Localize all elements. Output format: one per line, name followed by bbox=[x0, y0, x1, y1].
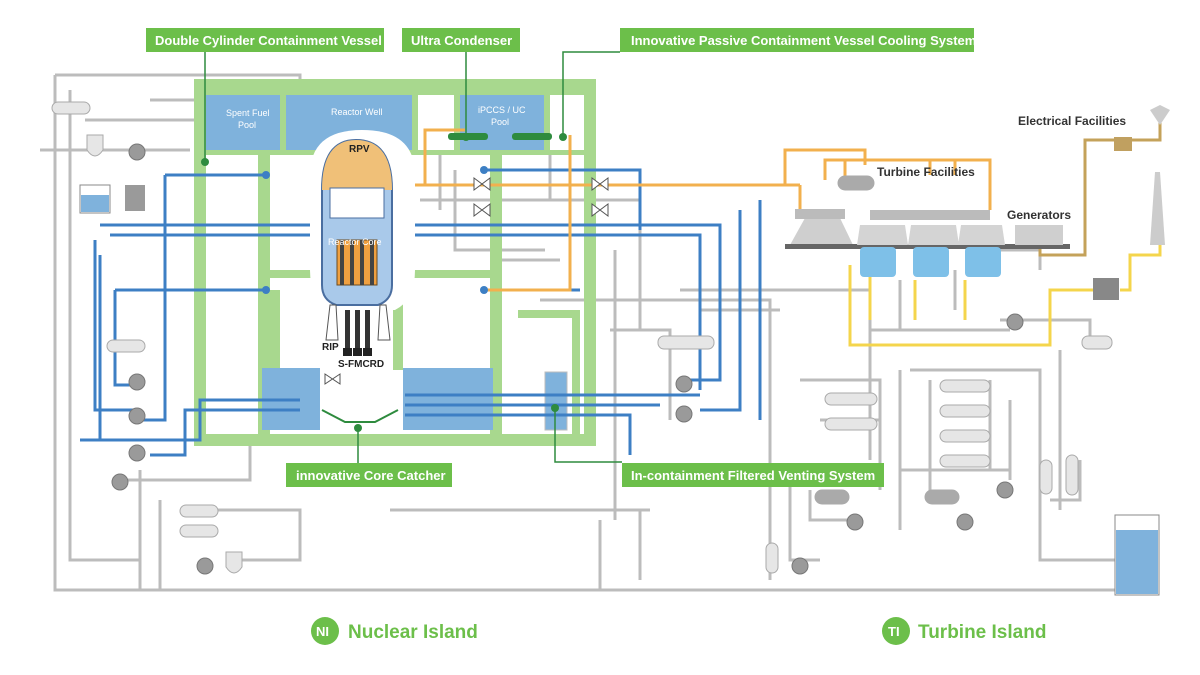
heat-exchangers bbox=[51, 101, 1113, 574]
suppression-pool-right bbox=[403, 368, 493, 430]
condensate-piping bbox=[848, 245, 1162, 347]
transformer bbox=[1114, 105, 1170, 151]
generators-label: Generators bbox=[1007, 208, 1071, 222]
sfmcrd-label: S-FMCRD bbox=[338, 359, 384, 370]
grey-piping bbox=[40, 73, 1115, 592]
filtered-vent-tank bbox=[544, 371, 568, 431]
stack bbox=[1150, 172, 1165, 245]
reactor-well-label: Reactor Well bbox=[331, 107, 382, 117]
nuclear-island-legend: NI Nuclear Island bbox=[311, 617, 478, 645]
spent-fuel-pool bbox=[206, 95, 280, 150]
rip-label: RIP bbox=[322, 342, 339, 353]
pumps bbox=[111, 143, 1024, 575]
turbine-facilities-label: Turbine Facilities bbox=[877, 165, 975, 179]
callout-ipccs-text: Innovative Passive Containment Vessel Co… bbox=[631, 33, 976, 48]
callout-ultra-condenser: Ultra Condenser bbox=[402, 28, 520, 52]
ipccs-uc-label-1: iPCCS / UC bbox=[478, 105, 526, 115]
ipccs-uc-label-2: Pool bbox=[491, 117, 509, 127]
callout-core-catcher: innovative Core Catcher bbox=[286, 463, 452, 487]
callout-lines bbox=[201, 51, 622, 465]
rpv-label: RPV bbox=[349, 144, 370, 155]
spent-fuel-label-2: Pool bbox=[238, 120, 256, 130]
nuclear-island-badge-text: NI bbox=[316, 624, 329, 639]
nuclear-island-label: Nuclear Island bbox=[348, 622, 478, 643]
valves bbox=[324, 177, 609, 385]
blue-piping bbox=[80, 168, 762, 457]
callout-filtered-venting-text: In-containment Filtered Venting System bbox=[631, 468, 875, 483]
callout-double-cylinder-text: Double Cylinder Containment Vessel bbox=[155, 33, 382, 48]
spray-nozzles bbox=[262, 166, 488, 294]
electrical-facilities-label: Electrical Facilities bbox=[1018, 114, 1126, 128]
turbine-island-label: Turbine Island bbox=[918, 622, 1046, 643]
callout-filtered-venting: In-containment Filtered Venting System bbox=[622, 463, 884, 487]
callout-double-cylinder: Double Cylinder Containment Vessel bbox=[146, 28, 384, 52]
callout-ultra-condenser-text: Ultra Condenser bbox=[411, 33, 512, 48]
turbine-island-badge-text: TI bbox=[888, 624, 900, 639]
callout-ipccs: Innovative Passive Containment Vessel Co… bbox=[620, 28, 976, 52]
steam-piping bbox=[380, 128, 992, 292]
turbines bbox=[785, 209, 1070, 277]
callout-core-catcher-text: innovative Core Catcher bbox=[296, 468, 446, 483]
nuclear-island-badge bbox=[311, 617, 339, 645]
reactor: RPV Reactor Core RIP S-FMCRD bbox=[310, 130, 415, 423]
turbine-island-badge bbox=[882, 617, 910, 645]
spent-fuel-label-1: Spent Fuel bbox=[226, 108, 270, 118]
core-catcher bbox=[321, 409, 399, 423]
ipccs-uc-pool bbox=[460, 95, 544, 150]
tanks bbox=[79, 172, 1165, 596]
electrical-line bbox=[1038, 120, 1162, 257]
reactor-core-label: Reactor Core bbox=[328, 237, 382, 247]
turbine-island-legend: TI Turbine Island bbox=[882, 617, 1046, 645]
